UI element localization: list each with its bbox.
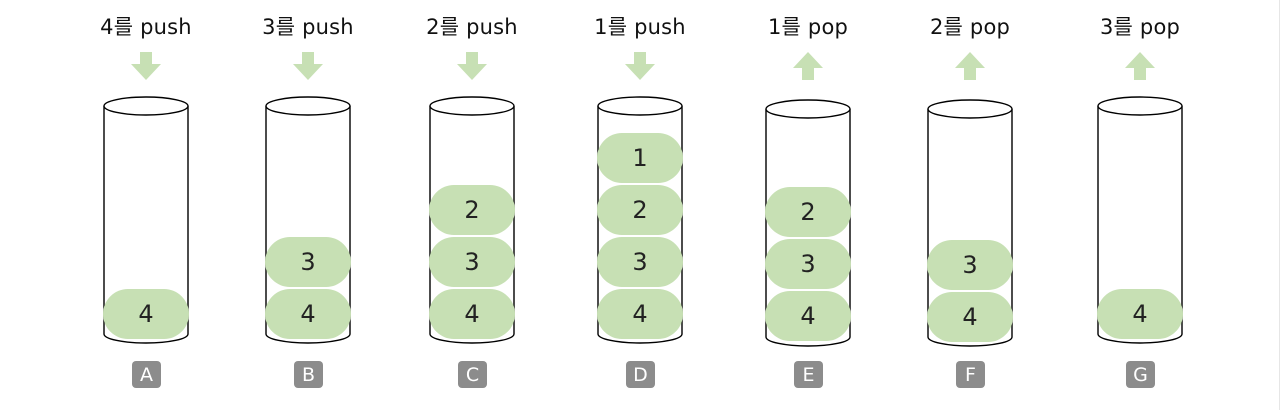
operation-label: 2를 pop <box>929 15 1011 39</box>
step-d: 1를 push 1 2 3 4 D <box>570 0 710 410</box>
step-b: 3를 push 3 4 B <box>238 0 378 410</box>
step-badge: B <box>294 361 323 388</box>
operation-label: 3를 pop <box>1099 15 1181 39</box>
stack-item: 3 <box>265 237 351 287</box>
operation-label: 1를 pop <box>767 15 849 39</box>
stack-item: 4 <box>597 289 683 339</box>
stack-item: 2 <box>765 187 851 237</box>
step-f: 2를 pop 3 4 F <box>900 0 1040 410</box>
operation-label: 2를 push <box>426 15 518 39</box>
arrow-down-icon <box>293 52 323 80</box>
stack-item: 2 <box>429 185 515 235</box>
stack-item: 2 <box>597 185 683 235</box>
arrow-down-icon <box>131 52 161 80</box>
arrow-up-icon <box>1125 52 1155 80</box>
step-badge: D <box>626 361 655 388</box>
step-c: 2를 push 2 3 4 C <box>402 0 542 410</box>
step-badge: G <box>1126 361 1155 388</box>
stack-item: 1 <box>597 133 683 183</box>
stack-item: 3 <box>927 240 1013 290</box>
stack-item: 4 <box>1097 289 1183 339</box>
stack-item: 4 <box>765 291 851 341</box>
stack-item: 4 <box>429 289 515 339</box>
step-badge: E <box>794 361 823 388</box>
stack-item: 3 <box>429 237 515 287</box>
operation-label: 1를 push <box>594 15 686 39</box>
stack-item: 4 <box>103 289 189 339</box>
step-badge: C <box>458 361 487 388</box>
operation-label: 4를 push <box>100 15 192 39</box>
step-badge: F <box>956 361 985 388</box>
stack-item: 3 <box>597 237 683 287</box>
stack-cylinder <box>103 96 189 344</box>
step-e: 1를 pop 2 3 4 E <box>738 0 878 410</box>
step-a: 4를 push 4 A <box>76 0 216 410</box>
operation-label: 3를 push <box>262 15 354 39</box>
arrow-up-icon <box>955 52 985 80</box>
arrow-down-icon <box>625 52 655 80</box>
stack-cylinder <box>1097 96 1183 344</box>
arrow-down-icon <box>457 52 487 80</box>
step-badge: A <box>132 361 161 388</box>
stack-item: 3 <box>765 239 851 289</box>
step-g: 3를 pop 4 G <box>1070 0 1210 410</box>
stack-item: 4 <box>265 289 351 339</box>
stack-item: 4 <box>927 292 1013 342</box>
arrow-up-icon <box>793 52 823 80</box>
